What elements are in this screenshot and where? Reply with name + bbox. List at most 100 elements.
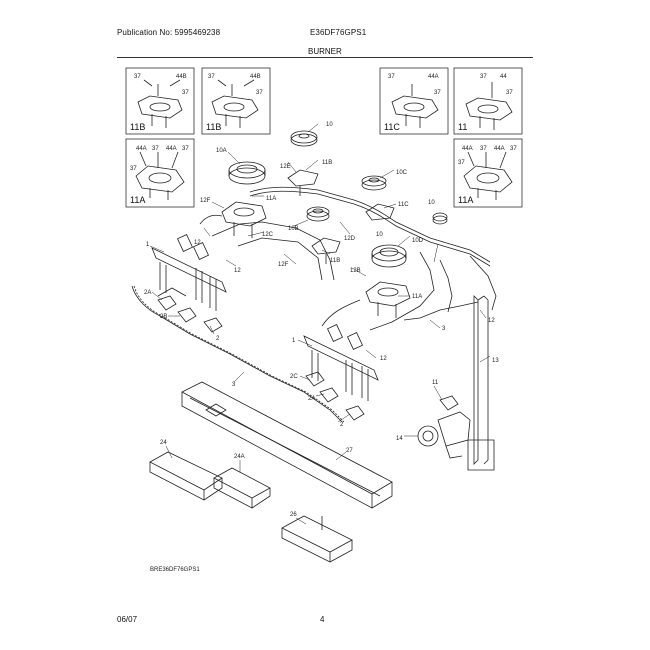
callout-13: 13 (492, 358, 499, 364)
inset-label: 37 (182, 146, 189, 152)
inset-label: 37 (480, 146, 487, 152)
burner-head-10c (361, 175, 387, 191)
inset-label: 37 (506, 90, 513, 96)
burner-head-10b (306, 206, 330, 222)
inset-11c: 37 44A 37 11C (379, 67, 449, 135)
inset-label: 37 (152, 146, 159, 152)
leader-lines (149, 123, 491, 525)
callout-12b: 12B (350, 268, 361, 274)
inset-id: 11 (458, 122, 467, 132)
inset-id: 11B (206, 122, 221, 132)
callout-12-right: 12 (488, 318, 495, 324)
callout-12c: 12C (262, 232, 274, 238)
inset-label: 37 (458, 160, 465, 166)
callout-12e: 12E (280, 164, 291, 170)
inset-label: 37 (256, 90, 263, 96)
inset-label: 44A (136, 146, 147, 152)
header-divider (117, 57, 533, 58)
valve-manifold-left (151, 234, 227, 311)
pressure-regulator (417, 395, 471, 459)
callout-12f: 12F (200, 198, 211, 204)
inset-11b-left: 37 44B 37 11B (125, 67, 195, 135)
channel-24 (149, 451, 223, 501)
burner-base-11b-lower (311, 237, 341, 264)
inset-label: 44A (428, 74, 439, 80)
wire-harness (131, 285, 345, 423)
callout-10d: 10D (412, 238, 424, 244)
callout-27: 27 (346, 448, 353, 454)
inset-label: 37 (510, 146, 517, 152)
callout-10-right: 10 (428, 200, 435, 206)
inset-11b-right: 37 44B 37 11B (201, 67, 271, 135)
page-number: 4 (320, 615, 325, 624)
callout-3: 3 (442, 326, 446, 332)
callout-3-wire: 3 (232, 382, 236, 388)
callout-11a-right: 11A (412, 294, 422, 300)
inset-id: 11A (130, 195, 145, 205)
burner-base-11a-left-bowl (233, 207, 255, 217)
section-title: BURNER (308, 47, 342, 56)
inset-11: 37 44 37 11 (453, 67, 523, 135)
inset-label: 37 (130, 166, 137, 172)
burner-base-11a-left (221, 201, 267, 238)
channel-24a (213, 467, 271, 509)
igniter-2b (177, 307, 197, 323)
callout-1-left: 1 (146, 242, 150, 248)
burner-base-11a-right (365, 281, 411, 318)
inset-label: 44A (494, 146, 505, 152)
inset-11a-left: 44A 37 44A 37 37 11A (125, 138, 195, 208)
callout-10-lower: 10 (376, 232, 383, 238)
inset-label: 44B (250, 74, 261, 80)
callout-2-left: 2 (216, 336, 220, 342)
inset-label: 37 (208, 74, 215, 80)
inset-label: 37 (134, 74, 141, 80)
gas-tubes (199, 186, 497, 331)
igniter-2a-right (319, 387, 339, 403)
inset-label: 37 (388, 74, 395, 80)
callout-14: 14 (396, 436, 403, 442)
callout-24: 24 (160, 440, 167, 446)
burner-base-11c (365, 203, 395, 221)
callout-72: 12 (380, 356, 387, 362)
publication-number: Publication No: 5995469238 (117, 28, 221, 37)
footer-date: 06/07 (117, 615, 138, 624)
igniter-2-right (345, 405, 365, 421)
inset-label: 44A (462, 146, 473, 152)
burner-cap-10-top (290, 130, 318, 147)
inset-label: 37 (434, 90, 441, 96)
inset-label: 37 (182, 90, 189, 96)
inset-11a-right: 44A 37 44A 37 37 11A (453, 138, 523, 208)
igniter-2a (157, 295, 177, 311)
diagram-code: BRE36DF76GPS1 (150, 567, 200, 573)
inset-id: 11C (384, 122, 400, 132)
callout-2a-right: 2A (308, 396, 315, 402)
callout-2-right: 2 (340, 422, 344, 428)
igniter-2c (305, 371, 325, 387)
callout-11c: 11C (398, 202, 409, 208)
inset-label: 44 (500, 74, 507, 80)
callout-24a: 24A (234, 454, 245, 460)
callout-11a: 11A (266, 196, 276, 202)
callout-26: 26 (290, 512, 297, 518)
burner-head-10a (228, 161, 266, 185)
igniter-2-left (203, 317, 223, 333)
callout-2c: 2C (290, 374, 298, 380)
callout-11b-lower: 11B (330, 258, 340, 264)
valve-manifold-right (303, 324, 379, 401)
bracket-26 (281, 515, 353, 563)
callout-10c: 10C (396, 170, 408, 176)
manifold-pipe-13 (467, 295, 495, 471)
inset-id: 11A (458, 195, 473, 205)
burner-head-10-right (432, 212, 448, 225)
burner-base-11a-right-bowl (377, 287, 399, 297)
callout-11: 11 (432, 380, 439, 386)
callout-12d: 12D (344, 236, 356, 242)
callout-2b: 2B (160, 314, 167, 320)
inset-label: 37 (480, 74, 487, 80)
callout-12f-lower: 12F (278, 262, 289, 268)
inset-label: 44A (166, 146, 177, 152)
callout-12-left: 12 (234, 268, 241, 274)
callout-2a-left: 2A (144, 290, 151, 296)
callout-10b: 10B (288, 226, 299, 232)
